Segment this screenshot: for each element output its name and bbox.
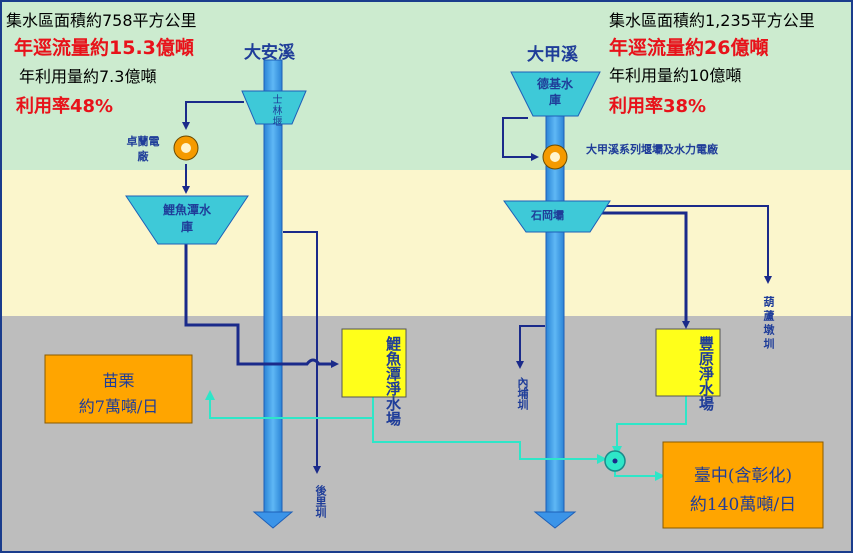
right-area-text: 集水區面積約1,235平方公里 bbox=[609, 11, 815, 30]
reservoir-liyutan-label: 鯉魚潭水庫 bbox=[162, 203, 211, 234]
outlet-neipu-label: 內埔圳 bbox=[516, 377, 529, 410]
city-taichung-box bbox=[662, 441, 824, 529]
pipe-weir-to-power bbox=[182, 101, 244, 130]
pipe-reservoir-to-plant bbox=[184, 244, 339, 368]
weir-shigang-label: 石岡壩 bbox=[531, 209, 564, 222]
treated-fengyuan-to-junction bbox=[612, 396, 687, 456]
pipe-neipu-canal bbox=[516, 325, 545, 369]
reservoir-deji-shape bbox=[510, 71, 601, 117]
pipe-hulu-canal bbox=[583, 205, 772, 284]
power-zhuolan-label: 卓蘭電廠 bbox=[126, 135, 160, 163]
treated-junction-to-taichung bbox=[614, 471, 665, 481]
left-use-text: 年利用量約7.3億噸 bbox=[19, 67, 157, 86]
right-flow-text: 年逕流量約26億噸 bbox=[609, 37, 769, 59]
river-daan-label: 大安溪 bbox=[244, 43, 295, 63]
weir-shigang-shape bbox=[503, 200, 611, 233]
right-use-text: 年利用量約10億噸 bbox=[609, 66, 742, 85]
plant-fengyuan-box bbox=[655, 328, 721, 397]
pipe-houli-canal bbox=[283, 231, 321, 474]
city-miaoli-box bbox=[44, 354, 193, 424]
junction-node-core bbox=[612, 458, 618, 464]
pipe-deji-to-power bbox=[502, 117, 539, 161]
weir-shilin-shape bbox=[241, 90, 307, 125]
power-zhuolan-core bbox=[181, 143, 191, 153]
power-dajia-core bbox=[550, 152, 560, 162]
city-miaoli-amount: 約7萬噸/日 bbox=[78, 397, 159, 416]
river-dajia bbox=[545, 71, 565, 518]
weir-shilin-label: 士林堰 bbox=[270, 94, 281, 127]
zone-middle bbox=[2, 170, 851, 316]
city-taichung-name: 臺中(含彰化) bbox=[693, 466, 793, 486]
outlet-hulu-label: 葫蘆墩圳 bbox=[762, 296, 775, 352]
zone-upstream bbox=[2, 2, 851, 170]
power-dajia-label: 大甲溪系列堰壩及水力電廠 bbox=[586, 143, 718, 156]
left-flow-text: 年逕流量約15.3億噸 bbox=[14, 37, 194, 59]
plant-liyutan-label: 鯉魚潭淨水場 bbox=[384, 336, 402, 426]
outlet-houli-label: 後里圳 bbox=[314, 485, 327, 518]
treated-liyutan-to-junction bbox=[372, 418, 607, 464]
river-daan-arrowhead bbox=[252, 511, 294, 529]
city-taichung-amount: 約140萬噸/日 bbox=[689, 495, 797, 515]
plant-liyutan-box bbox=[341, 328, 407, 398]
river-dajia-label: 大甲溪 bbox=[527, 45, 578, 65]
river-dajia-arrowhead bbox=[533, 511, 577, 529]
pipe-shigang-to-fengyuan bbox=[583, 211, 690, 329]
left-rate-text: 利用率48% bbox=[16, 96, 114, 117]
city-miaoli-name: 苗栗 bbox=[102, 371, 135, 390]
reservoir-deji-label: 德基水庫 bbox=[536, 77, 573, 107]
right-rate-text: 利用率38% bbox=[609, 96, 707, 117]
treated-to-miaoli bbox=[205, 390, 374, 419]
reservoir-liyutan-shape bbox=[125, 195, 249, 245]
left-area-text: 集水區面積約758平方公里 bbox=[6, 11, 197, 30]
river-daan bbox=[263, 59, 283, 518]
plant-fengyuan-label: 豐原淨水場 bbox=[697, 336, 715, 411]
